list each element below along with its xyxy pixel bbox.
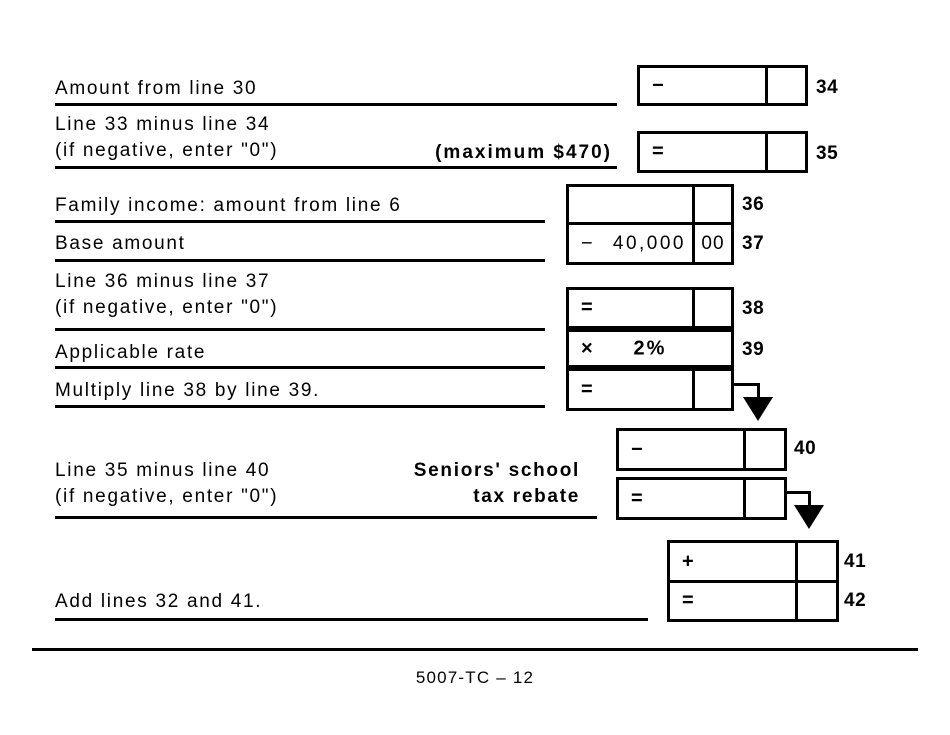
line-number-42: 42 [844,590,867,611]
underline-line36 [55,220,545,223]
label-add-lines-32-and-41: Add lines 32 and 41. [55,591,263,612]
line-number-38: 38 [742,298,765,319]
line-38-cents-field[interactable] [692,290,731,326]
line-42-amount-field[interactable]: = [667,580,839,622]
line-35-amount-field[interactable]: = [637,131,808,173]
multiply-operator: × [581,337,593,359]
underline-line38 [55,328,545,331]
plus-operator: + [682,550,694,572]
label-line36-minus-line37: Line 36 minus line 37 [55,271,271,292]
line-34-amount-field[interactable]: − [637,65,808,106]
line-number-36: 36 [742,194,765,215]
line-36-amount-field[interactable] [566,184,734,225]
line-39-rate-box: × 2% [566,329,734,368]
maximum-amount-note: (maximum $470) [435,142,612,163]
rate-value: 2% [633,337,667,359]
equals-operator: = [682,589,694,612]
label-if-negative-40: (if negative, enter "0") [55,486,279,507]
line-number-37: 37 [742,233,765,254]
carry-line-vertical-2 [808,491,811,507]
line-37-base-amount-box: − 40,000 00 [566,222,734,265]
label-line33-minus-line34: Line 33 minus line 34 [55,114,271,135]
equals-operator: = [581,378,593,400]
underline-line40 [55,516,597,519]
line-34-cents-field[interactable] [765,68,805,103]
minus-operator: − [581,232,593,254]
label-if-negative-35: (if negative, enter "0") [55,140,279,161]
line-39-result-cents-field[interactable] [692,371,731,408]
label-base-amount: Base amount [55,233,186,254]
minus-operator: − [652,74,664,96]
line-40-result-cents-field[interactable] [743,480,784,517]
line-number-41: 41 [844,551,867,572]
underline-line37 [55,259,545,262]
seniors-school-note-line2: tax rebate [473,486,580,507]
label-applicable-rate: Applicable rate [55,342,207,363]
page-code: 5007-TC – 12 [415,668,535,687]
line-number-34: 34 [816,77,839,98]
footer-divider [32,648,918,651]
equals-operator: = [581,296,593,319]
label-amount-from-line-30: Amount from line 30 [55,78,258,99]
underline-multiply-row [55,405,545,408]
equals-operator: = [652,140,664,163]
equals-operator: = [631,487,643,509]
line-38-amount-field[interactable]: = [566,287,734,329]
underline-line42 [55,618,648,621]
label-if-negative-38: (if negative, enter "0") [55,297,279,318]
underline-line39 [55,366,545,369]
line-42-cents-field[interactable] [795,583,836,619]
line-number-40: 40 [794,438,817,459]
line-41-cents-field[interactable] [795,543,836,580]
label-line35-minus-line40: Line 35 minus line 40 [55,460,271,481]
base-amount-cents: 00 [692,225,731,262]
carry-line-vertical-1 [757,383,760,399]
line-40-cents-field[interactable] [743,431,784,468]
down-arrow-icon [794,505,824,529]
line-40-amount-field[interactable]: − [616,428,787,471]
line-number-39: 39 [742,339,765,360]
base-amount-value: 40,000 [612,232,686,254]
label-multiply-38-by-39: Multiply line 38 by line 39. [55,380,321,401]
line-41-amount-field[interactable]: + [667,540,839,583]
line-number-35: 35 [816,143,839,164]
label-family-income: Family income: amount from line 6 [55,195,402,216]
underline-line34 [55,103,617,106]
line-35-cents-field[interactable] [765,134,805,170]
minus-operator: − [631,438,643,460]
carry-line-horizontal-1 [731,383,760,386]
seniors-school-note-line1: Seniors' school [413,460,580,481]
carry-line-horizontal-2 [784,491,811,494]
line-40-result-field[interactable]: = [616,477,787,520]
line-36-cents-field[interactable] [692,187,731,222]
line-39-result-field[interactable]: = [566,368,734,411]
down-arrow-icon [743,397,773,421]
underline-line35 [55,166,617,169]
